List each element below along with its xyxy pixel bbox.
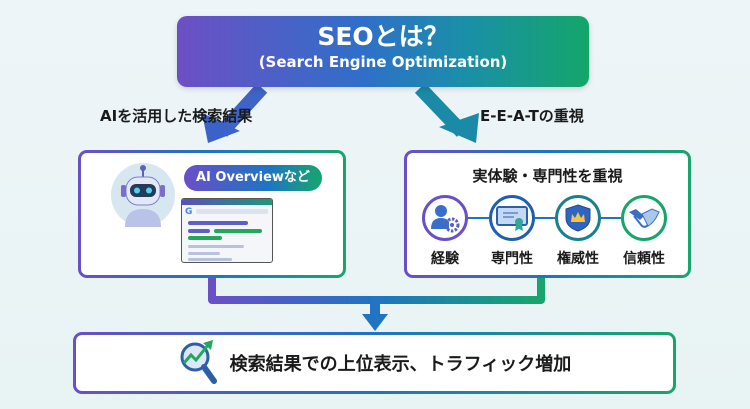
- robot-icon: [111, 163, 175, 227]
- google-icon: G: [185, 207, 193, 217]
- right-branch-label: E-E-A-Tの重視: [480, 107, 584, 125]
- arrow-left: [202, 83, 268, 143]
- shield-crown-icon: [555, 195, 601, 241]
- title-box: SEOとは？ (Search Engine Optimization): [177, 16, 589, 87]
- arrow-right: [414, 83, 479, 143]
- result-text: 検索結果での上位表示、トラフィック増加: [229, 354, 572, 375]
- magnifier-growth-icon: [178, 337, 220, 389]
- eeat-label-authority: 権威性: [557, 251, 599, 267]
- ai-overview-bubble: AI Overviewなど: [184, 165, 322, 191]
- title-sub: (Search Engine Optimization): [258, 53, 508, 71]
- eeat-label-experience: 経験: [431, 251, 459, 267]
- left-branch-label: AIを活用した検索結果: [100, 107, 253, 125]
- search-results-browser-icon: G: [181, 198, 273, 263]
- person-gear-icon: [422, 195, 468, 241]
- result-box: 検索結果での上位表示、トラフィック増加: [73, 332, 676, 394]
- ai-search-box: AI Overviewなど G: [78, 150, 346, 278]
- eeat-box: 実体験・専門性を重視 経験 専門性 権威性 信頼性: [404, 150, 691, 278]
- merge-connector: [208, 278, 545, 304]
- title-main: SEOとは？: [317, 22, 449, 51]
- eeat-label-trust: 信頼性: [623, 251, 665, 267]
- certificate-icon: [489, 195, 535, 241]
- down-arrow: [362, 314, 388, 331]
- eeat-label-expertise: 専門性: [491, 251, 533, 267]
- eeat-heading: 実体験・専門性を重視: [472, 167, 623, 185]
- handshake-icon: [621, 195, 667, 241]
